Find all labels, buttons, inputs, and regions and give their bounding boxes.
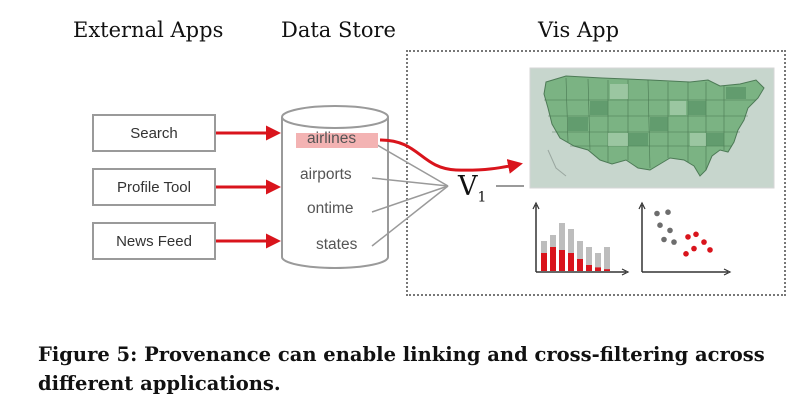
bar-chart-x-arrow-icon: [621, 268, 630, 276]
header-data-store: Data Store: [281, 18, 396, 42]
scatter-point-filtered: [685, 234, 691, 240]
scatter-point: [657, 222, 663, 228]
us-map-view: [529, 67, 775, 189]
table-links-to-view: [371, 141, 449, 247]
scatter-point: [665, 209, 671, 215]
bar-chart-y-arrow-icon: [532, 201, 540, 210]
scatter-point: [671, 239, 677, 245]
bar-filtered: [541, 253, 547, 271]
view-label: V1: [458, 171, 486, 205]
view-label-main: V: [458, 171, 478, 202]
data-store-cylinder: [281, 105, 389, 269]
table-label-airlines: airlines: [307, 130, 357, 147]
airlines-highlight: [296, 133, 378, 148]
bar-total: [559, 223, 565, 271]
app-label-search: Search: [130, 124, 178, 142]
scatter-point-filtered: [683, 251, 689, 257]
scatter-point-filtered: [691, 245, 697, 252]
app-box-profile-tool: Profile Tool: [92, 168, 216, 206]
header-external-apps: External Apps: [73, 18, 224, 42]
app-label-profile-tool: Profile Tool: [117, 178, 191, 196]
bar-chart-view: [532, 201, 630, 276]
bar-filtered: [604, 269, 610, 271]
bar-total: [568, 229, 574, 271]
scatter-point-filtered: [693, 231, 699, 238]
bar-total: [586, 247, 592, 271]
arrow-airlines-to-map: [379, 138, 523, 174]
view-label-subscript: 1: [477, 189, 487, 206]
bar-filtered: [577, 259, 583, 271]
vis-app-frame: [406, 50, 786, 296]
scatter-point: [654, 210, 660, 217]
table-label-states: states: [316, 236, 358, 253]
scatter-plot-view: [638, 201, 732, 276]
app-box-search: Search: [92, 114, 216, 152]
scatter-point: [661, 236, 667, 243]
table-label-ontime: ontime: [307, 200, 354, 217]
app-label-news-feed: News Feed: [116, 232, 192, 250]
bar-filtered: [559, 250, 565, 271]
scatter-y-arrow-icon: [638, 201, 646, 210]
bar-filtered: [586, 265, 592, 271]
app-box-news-feed: News Feed: [92, 222, 216, 260]
scatter-point-filtered: [707, 247, 713, 253]
bar-total: [595, 253, 601, 271]
figure-caption: Figure 5: Provenance can enable linking …: [38, 343, 765, 395]
scatter-x-arrow-icon: [723, 268, 732, 276]
scatter-point: [667, 227, 673, 234]
scatter-point-filtered: [701, 239, 707, 245]
bar-filtered: [595, 267, 601, 271]
bar-filtered: [568, 253, 574, 271]
bar-total: [604, 247, 610, 271]
table-label-airports: airports: [300, 166, 352, 183]
bar-total: [577, 241, 583, 271]
bar-filtered: [550, 247, 556, 271]
header-vis-app: Vis App: [538, 18, 620, 42]
